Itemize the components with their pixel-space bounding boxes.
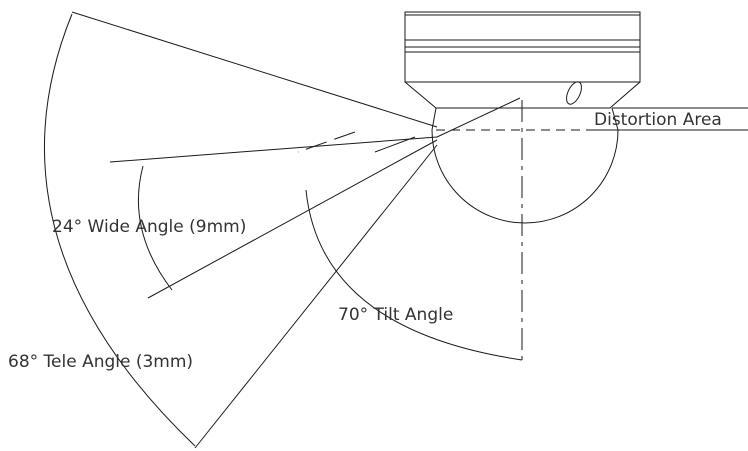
tilt-dashed-segment-2	[297, 131, 356, 153]
dome-outline	[431, 107, 619, 224]
housing-screw	[566, 81, 582, 105]
wide-lower-ray	[147, 139, 438, 299]
tilt-dashed-segment	[374, 136, 416, 153]
distortion-area-label: Distortion Area	[594, 110, 722, 130]
tele-angle-label: 68° Tele Angle (3mm)	[8, 352, 193, 372]
housing-taper	[404, 81, 641, 109]
tele-upper-ray	[71, 11, 438, 128]
wide-angle-label: 24° Wide Angle (9mm)	[52, 217, 246, 237]
angle-arcs	[43, 13, 523, 447]
camera-housing	[404, 11, 641, 109]
tilt-angle-arc	[305, 189, 523, 361]
tilt-angle-label: 70° Tilt Angle	[338, 305, 453, 325]
tilt-upper-ray	[436, 97, 521, 138]
view-rays	[71, 11, 521, 449]
wide-upper-ray	[109, 136, 438, 163]
wide-angle-arc	[137, 165, 173, 291]
distortion-area-marker	[590, 107, 748, 131]
tele-angle-arc	[43, 13, 196, 447]
tele-lower-ray	[194, 144, 438, 449]
